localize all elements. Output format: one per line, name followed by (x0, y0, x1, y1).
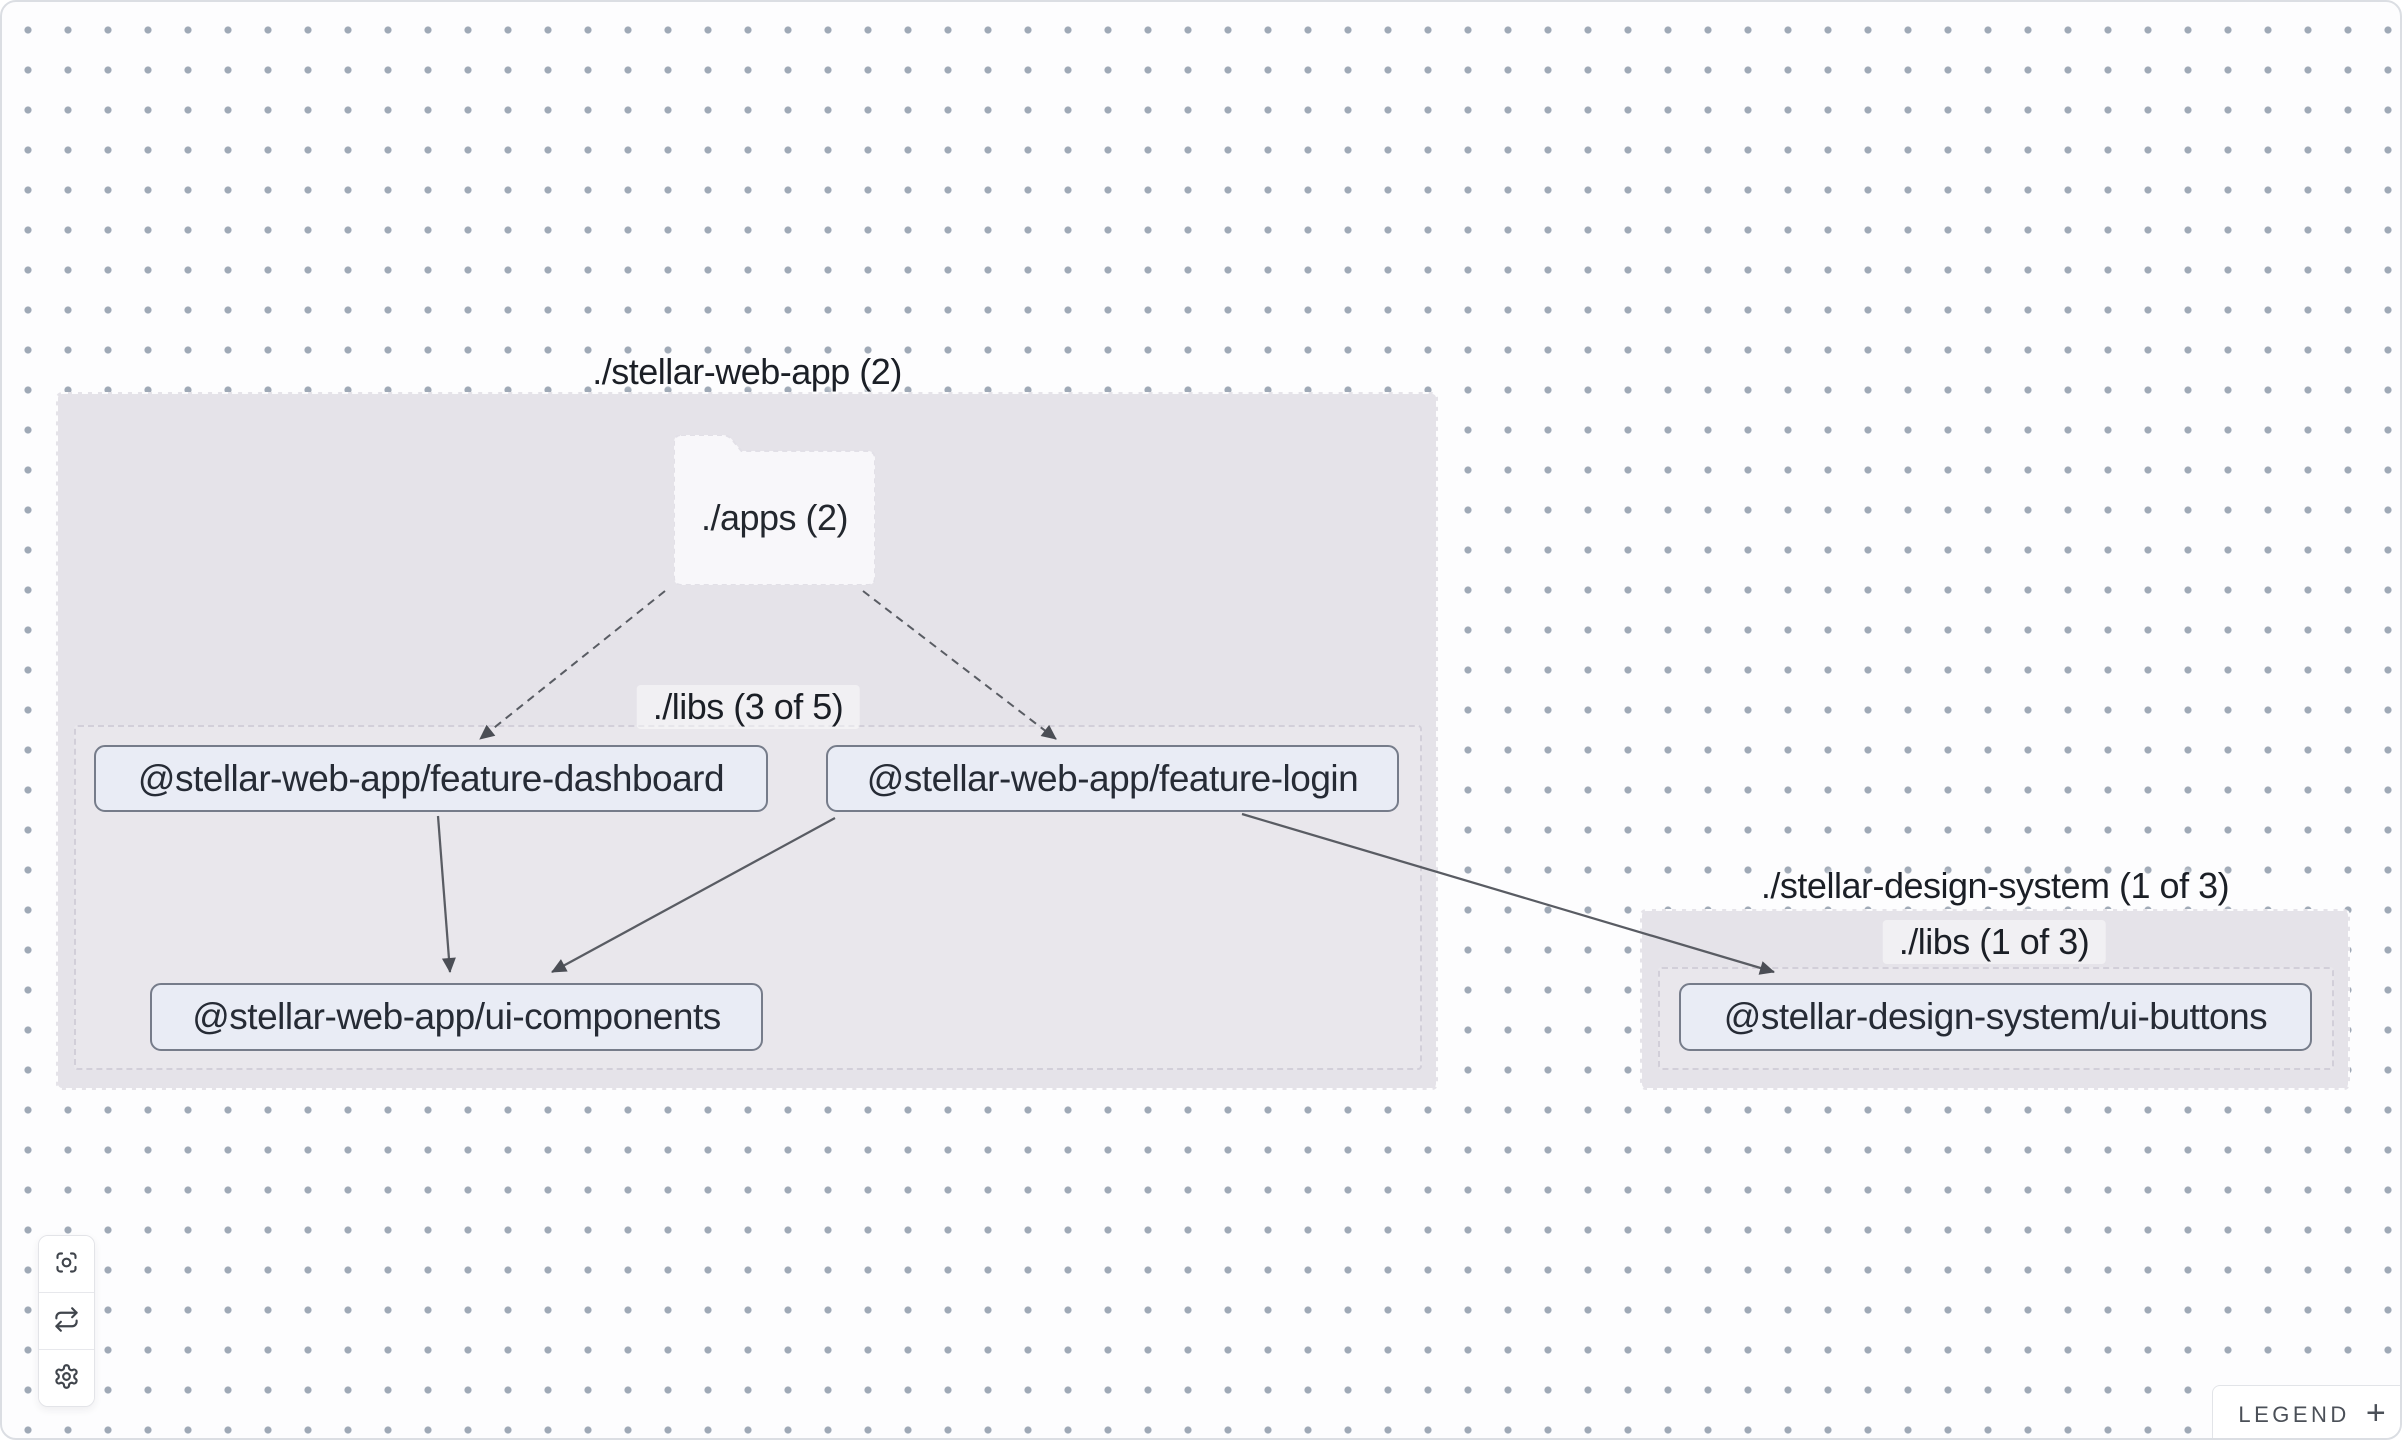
plus-icon: + (2365, 1394, 2386, 1432)
settings-icon (53, 1363, 80, 1393)
legend-label: LEGEND (2238, 1402, 2350, 1427)
group-label-design-system-libs: ./libs (1 of 3) (1882, 920, 2106, 964)
node-ui-components[interactable]: @stellar-web-app/ui-components (150, 983, 763, 1051)
group-label-stellar-design-system: ./stellar-design-system (1 of 3) (1760, 865, 2230, 906)
apps-folder-node[interactable]: ./apps (2) (673, 434, 876, 586)
legend-button[interactable]: LEGEND + (2212, 1385, 2400, 1438)
node-feature-dashboard[interactable]: @stellar-web-app/feature-dashboard (94, 745, 768, 812)
node-ui-buttons[interactable]: @stellar-design-system/ui-buttons (1679, 983, 2312, 1051)
center-graph-button[interactable] (39, 1236, 94, 1292)
group-label-stellar-web-app: ./stellar-web-app (2) (592, 351, 902, 392)
refresh-graph-button[interactable] (39, 1292, 94, 1349)
folder-icon (673, 434, 876, 586)
apps-folder-label: ./apps (2) (700, 497, 849, 538)
group-label-web-app-libs: ./libs (3 of 5) (636, 685, 860, 729)
node-feature-login[interactable]: @stellar-web-app/feature-login (826, 745, 1399, 812)
graph-settings-button[interactable] (39, 1349, 94, 1406)
refresh-icon (53, 1306, 80, 1336)
focus-icon (53, 1249, 80, 1279)
graph-toolbar (38, 1235, 95, 1407)
